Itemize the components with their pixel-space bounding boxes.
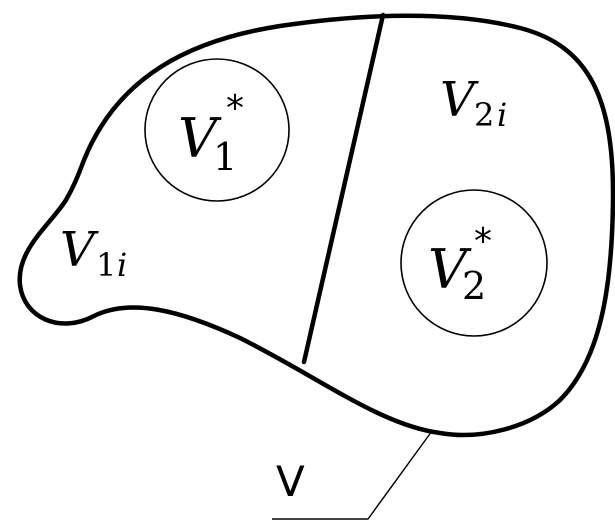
label-v2i-sub-num: 2 [474, 96, 494, 134]
subregion-v2-star-circle [400, 189, 548, 337]
label-v2-star: V 2 * [428, 221, 492, 308]
label-v2-star-sub: 2 [462, 264, 486, 308]
label-v1i: V 1 i [60, 222, 127, 284]
label-v2-star-sup: * [474, 221, 492, 262]
label-v: V [276, 457, 305, 506]
label-v2i-sub-var: i [497, 96, 507, 134]
region-v-outline [17, 13, 615, 438]
label-v1-star-sup: * [226, 88, 244, 129]
label-v1-star: V 1 * [178, 88, 244, 179]
region-divider-line [301, 12, 386, 365]
label-v1-star-main: V [178, 107, 222, 170]
label-v2i: V 2 i [440, 72, 507, 134]
label-v1i-sub-var: i [117, 246, 127, 284]
label-v1i-sub-num: 1 [96, 246, 116, 284]
v-label-leader-line [272, 430, 433, 520]
label-v1-star-sub: 1 [213, 135, 237, 179]
label-v2-star-main: V [428, 238, 472, 301]
label-v1i-main: V [60, 222, 99, 278]
label-v2i-main: V [440, 72, 479, 128]
subregion-v1-star-circle [144, 58, 290, 202]
